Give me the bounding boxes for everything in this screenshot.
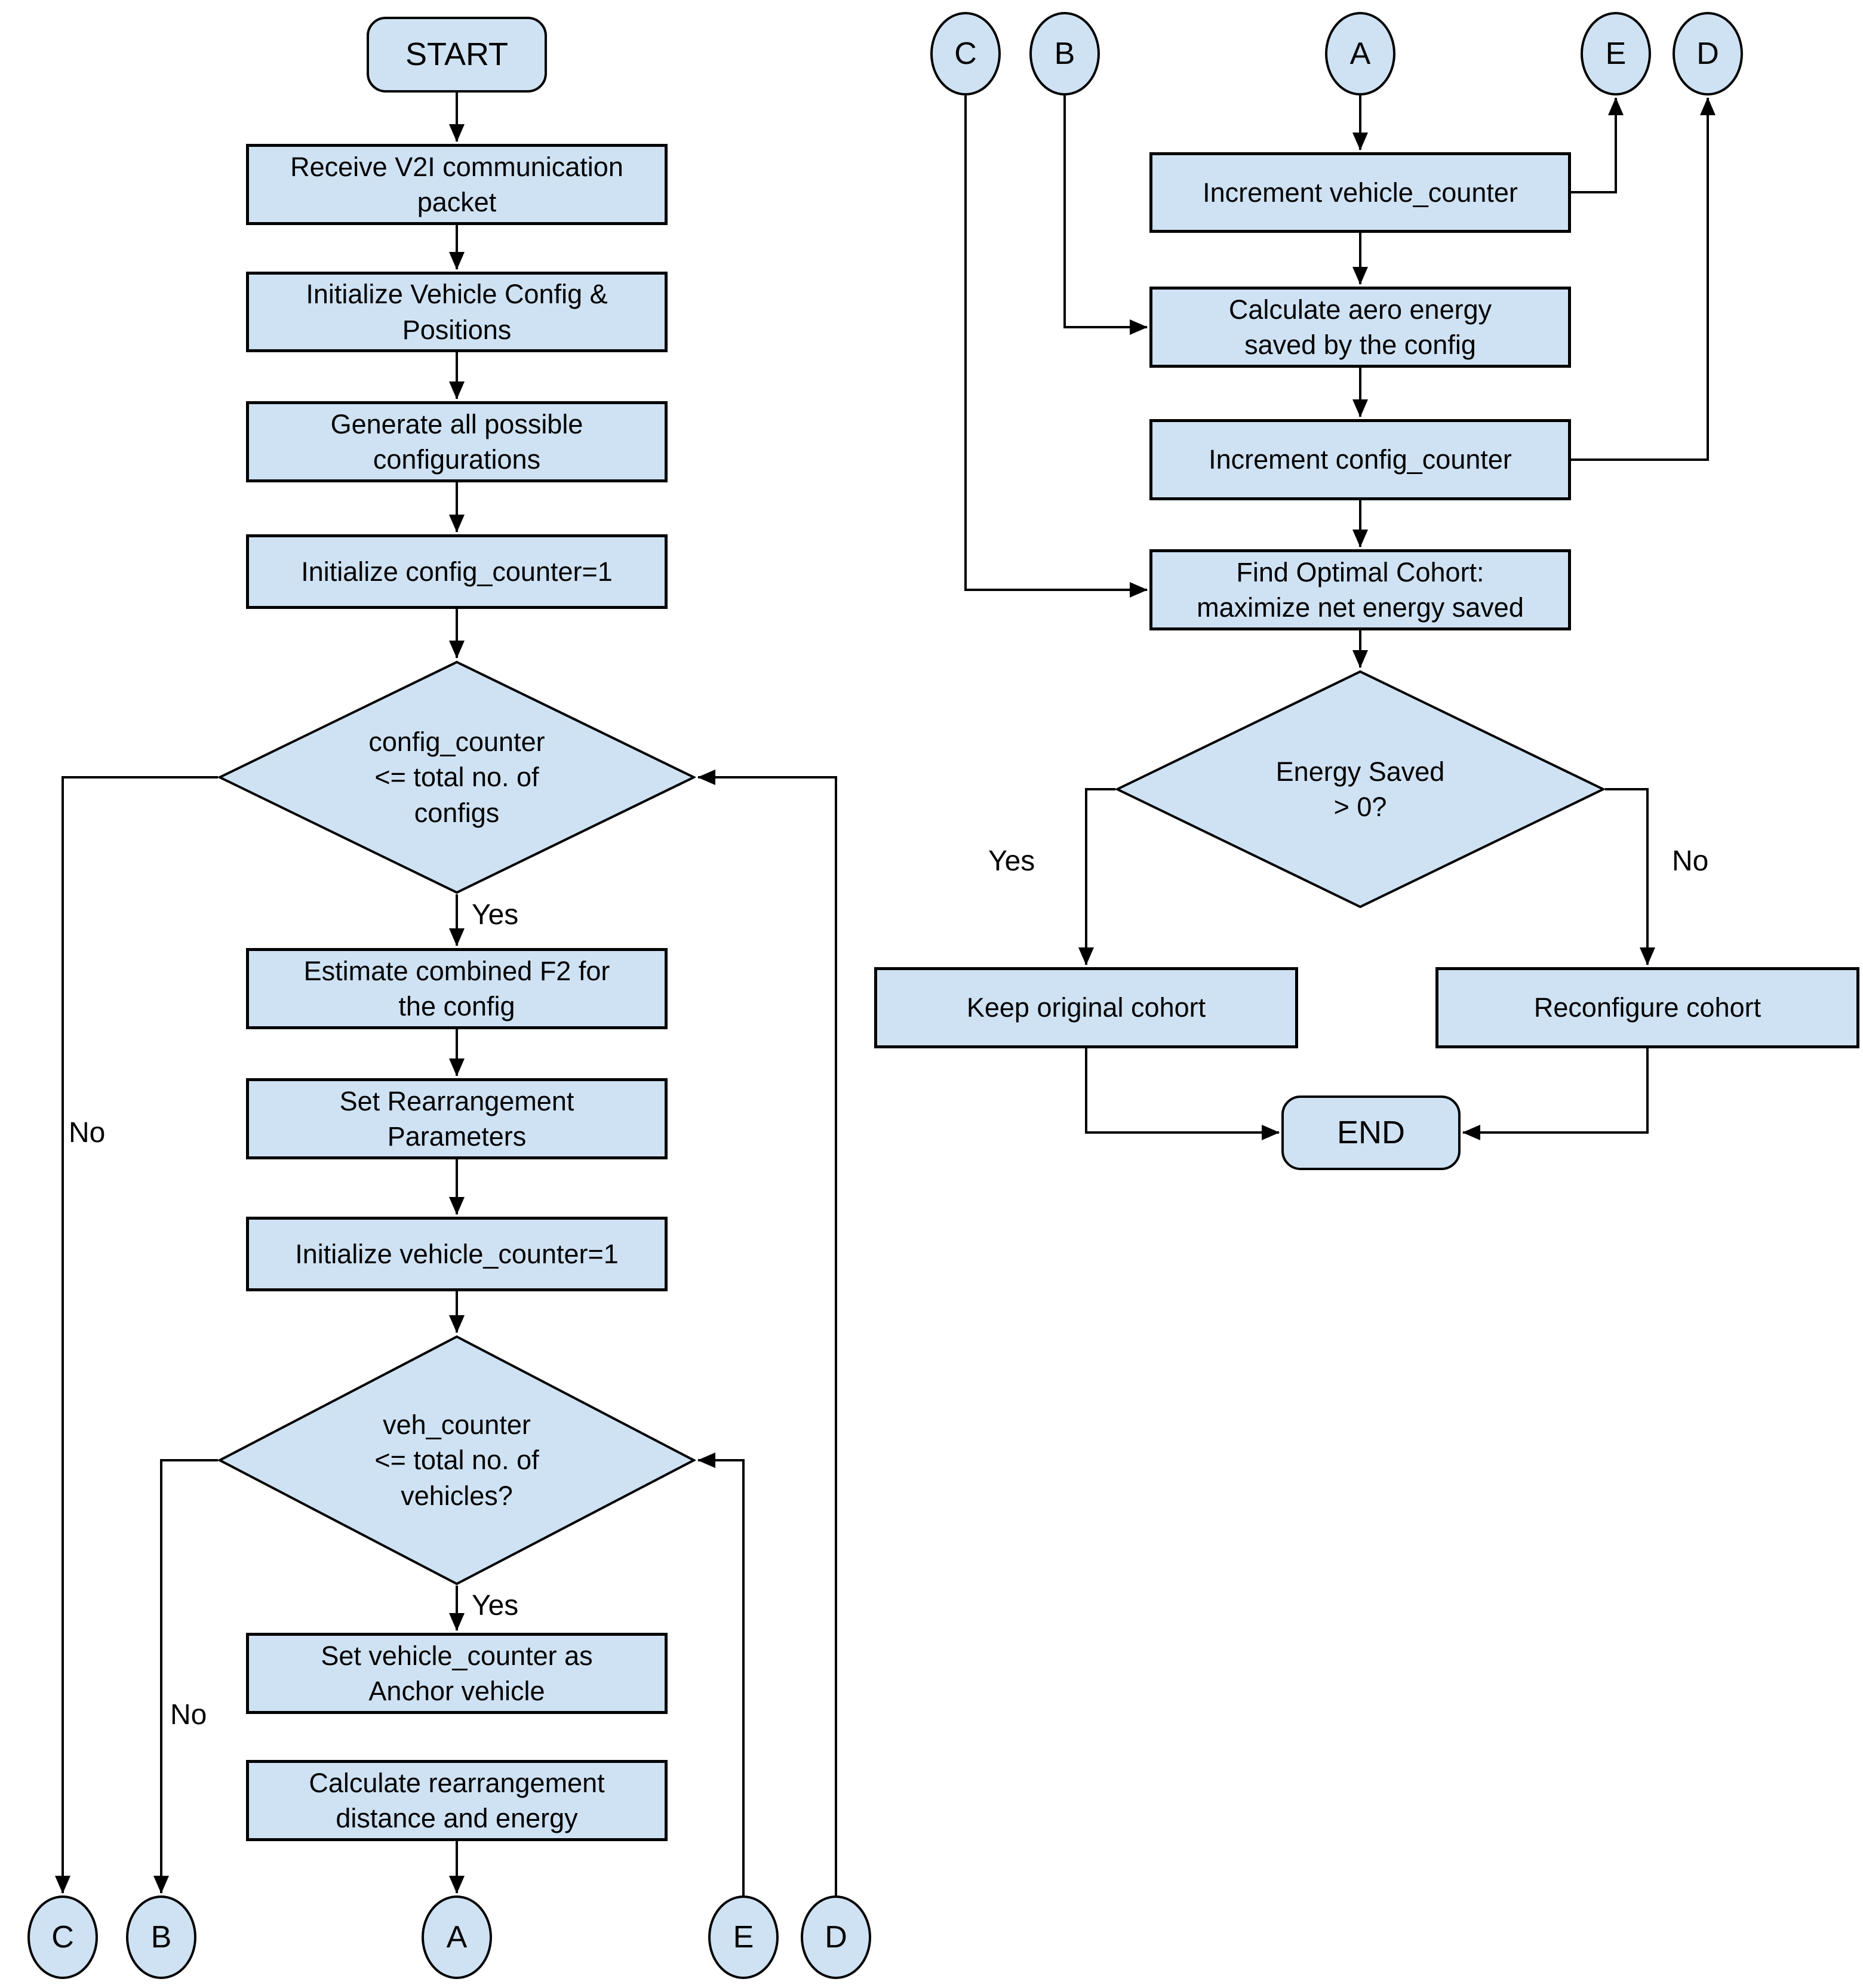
connector-bottom-a: A <box>422 1895 492 1979</box>
connector-top-a: A <box>1325 12 1395 96</box>
node-keep-cohort: Keep original cohort <box>874 967 1298 1048</box>
connector-top-e: E <box>1581 12 1651 96</box>
connector-bottom-e-label: E <box>733 1920 754 1955</box>
node-increment-vehicle: Increment vehicle_counter <box>1149 152 1571 233</box>
node-init-config-counter: Initialize config_counter=1 <box>246 534 668 609</box>
connector-top-d-label: D <box>1696 36 1719 71</box>
node-vehicle-loop-decision-label: veh_counter <= total no. of vehicles? <box>374 1409 539 1511</box>
edge-keep-to-end <box>1085 1048 1280 1140</box>
node-end-label: END <box>1336 1114 1405 1150</box>
edge-energy-yes-to-keep <box>1078 788 1115 965</box>
node-reconfigure-cohort-label: Reconfigure cohort <box>1533 992 1761 1023</box>
edge-increment-config-to-d <box>1571 97 1716 461</box>
edge-label-vehicle-no: No <box>170 1699 207 1731</box>
diamond-shape <box>218 1335 696 1586</box>
edge-energy-no-to-reconfigure <box>1605 788 1655 965</box>
edge-vehicle-decision-no-to-b <box>153 1459 218 1894</box>
node-set-rearrangement-label: Set Rearrangement Parameters <box>339 1085 574 1152</box>
connector-top-e-label: E <box>1605 36 1627 71</box>
edge-config-decision-no-to-c <box>55 776 218 1894</box>
node-config-loop-decision-label: config_counter <= total no. of configs <box>368 726 545 828</box>
diamond-shape <box>218 660 696 894</box>
node-calc-aero: Calculate aero energy saved by the confi… <box>1149 287 1571 368</box>
edge-b-to-calc-aero <box>1063 96 1148 335</box>
node-receive-v2i: Receive V2I communication packet <box>246 144 668 225</box>
node-start-label: START <box>405 36 509 72</box>
node-increment-vehicle-label: Increment vehicle_counter <box>1203 177 1518 208</box>
edge-increment-vehicle-to-e <box>1571 97 1624 193</box>
connector-top-c: C <box>930 12 1001 96</box>
node-set-rearrangement: Set Rearrangement Parameters <box>246 1078 668 1159</box>
connector-bottom-a-label: A <box>446 1920 468 1955</box>
node-energy-decision-label: Energy Saved > 0? <box>1275 756 1445 822</box>
node-vehicle-loop-decision: veh_counter <= total no. of vehicles? <box>218 1335 696 1586</box>
edge-label-config-no: No <box>69 1117 106 1149</box>
node-set-anchor-label: Set vehicle_counter as Anchor vehicle <box>321 1640 593 1706</box>
edge-label-energy-yes: Yes <box>988 845 1035 877</box>
node-set-anchor: Set vehicle_counter as Anchor vehicle <box>246 1633 668 1714</box>
connector-bottom-e: E <box>708 1895 779 1979</box>
edge-c-to-find-optimal <box>964 96 1148 598</box>
connector-top-d: D <box>1673 12 1743 96</box>
node-find-optimal: Find Optimal Cohort: maximize net energy… <box>1149 549 1571 630</box>
node-estimate-f2: Estimate combined F2 for the config <box>246 948 668 1029</box>
node-generate-configs-label: Generate all possible configurations <box>330 408 583 475</box>
edge-reconfigure-to-end <box>1462 1048 1649 1140</box>
diamond-shape <box>1115 670 1605 909</box>
node-init-config-counter-label: Initialize config_counter=1 <box>301 556 613 587</box>
node-receive-v2i-label: Receive V2I communication packet <box>290 151 623 217</box>
edge-d-to-config-decision <box>697 770 837 1895</box>
connector-bottom-b: B <box>126 1895 196 1979</box>
node-end: END <box>1281 1095 1461 1170</box>
node-increment-config-label: Increment config_counter <box>1209 444 1512 475</box>
node-reconfigure-cohort: Reconfigure cohort <box>1435 967 1859 1048</box>
node-calc-rearrangement: Calculate rearrangement distance and ene… <box>246 1760 668 1841</box>
node-init-vehicle-counter: Initialize vehicle_counter=1 <box>246 1217 668 1291</box>
connector-bottom-b-label: B <box>150 1920 172 1955</box>
node-increment-config: Increment config_counter <box>1149 419 1571 500</box>
connector-bottom-c-label: C <box>51 1920 74 1955</box>
edge-e-to-vehicle-decision <box>697 1452 745 1895</box>
node-estimate-f2-label: Estimate combined F2 for the config <box>303 955 610 1021</box>
node-calc-rearrangement-label: Calculate rearrangement distance and ene… <box>309 1767 605 1833</box>
node-keep-cohort-label: Keep original cohort <box>966 992 1206 1023</box>
node-config-loop-decision: config_counter <= total no. of configs <box>218 660 696 894</box>
connector-top-b: B <box>1029 12 1100 96</box>
edge-label-vehicle-yes: Yes <box>472 1590 519 1621</box>
connector-bottom-c: C <box>27 1895 98 1979</box>
node-init-vehicle-config-label: Initialize Vehicle Config & Positions <box>306 279 608 345</box>
connector-top-c-label: C <box>954 36 977 71</box>
node-energy-decision: Energy Saved > 0? <box>1115 670 1605 909</box>
node-init-vehicle-counter-label: Initialize vehicle_counter=1 <box>295 1238 619 1269</box>
edge-label-config-yes: Yes <box>472 899 519 931</box>
node-start: START <box>367 17 547 93</box>
node-generate-configs: Generate all possible configurations <box>246 401 668 482</box>
connector-bottom-d-label: D <box>825 1920 847 1955</box>
node-init-vehicle-config: Initialize Vehicle Config & Positions <box>246 272 668 352</box>
connector-top-b-label: B <box>1054 36 1075 71</box>
edge-label-energy-no: No <box>1672 845 1709 877</box>
node-find-optimal-label: Find Optimal Cohort: maximize net energy… <box>1197 556 1524 623</box>
connector-bottom-d: D <box>801 1895 871 1979</box>
node-calc-aero-label: Calculate aero energy saved by the confi… <box>1228 294 1492 360</box>
connector-top-a-label: A <box>1349 36 1371 71</box>
